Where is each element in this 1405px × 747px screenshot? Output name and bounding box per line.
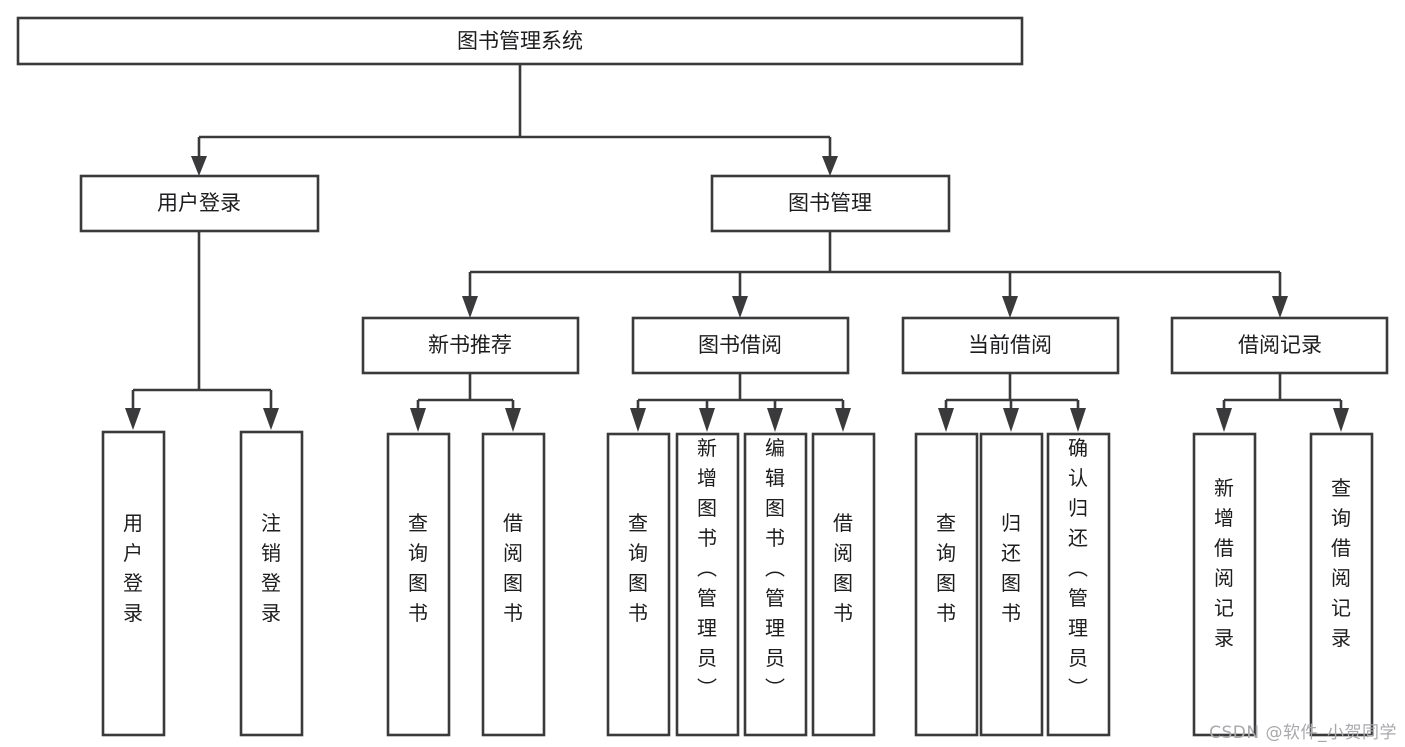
leaf-bookborrow-query-label: 查询图书 — [628, 511, 648, 625]
leaf-currentborrow-return-box[interactable] — [979, 432, 1044, 737]
arrow-newbook-leaf-2 — [505, 408, 521, 432]
arrow-currentborrow-leaf-2 — [1003, 408, 1019, 432]
node-book-management-box[interactable] — [710, 174, 951, 233]
leaf-node-bookborrow-query[interactable]: 查询图书 — [606, 432, 671, 737]
leaf-user-login-logout-box[interactable] — [239, 430, 304, 737]
arrow-bookborrow-leaf-2 — [699, 408, 715, 432]
arrow-bookmgmt-to-new-book — [462, 296, 478, 318]
leaf-node-user-login-login[interactable]: 用户登录 — [101, 430, 166, 737]
leaf-node-bookborrow-add[interactable]: 新增图书︵管理员︶ — [675, 432, 740, 737]
node-borrow-record-label: 借阅记录 — [1238, 333, 1322, 357]
leaf-newbook-query-box[interactable] — [386, 432, 451, 737]
arrow-bookborrow-leaf-4 — [835, 408, 851, 432]
leaf-borrowrecord-query-label: 查询借阅记录 — [1331, 476, 1351, 650]
leaf-node-newbook-borrow[interactable]: 借阅图书 — [481, 432, 546, 737]
node-book-borrow-label: 图书借阅 — [698, 333, 782, 357]
node-book-management-label: 图书管理 — [788, 191, 872, 215]
leaf-currentborrow-confirm-label: 确认归还︵管理员︶ — [1068, 436, 1088, 700]
connector-layer — [125, 64, 1349, 432]
node-book-management[interactable]: 图书管理 — [710, 174, 951, 233]
arrow-bookborrow-leaf-1 — [630, 408, 646, 432]
leaf-user-login-login-label: 用户登录 — [123, 511, 143, 625]
node-user-login-label: 用户登录 — [157, 191, 241, 215]
leaf-user-login-logout-label: 注销登录 — [261, 511, 281, 625]
arrow-bookmgmt-to-record — [1272, 296, 1288, 318]
node-new-book-recommend-box[interactable] — [361, 316, 580, 375]
leaf-node-bookborrow-edit[interactable]: 编辑图书︵管理员︶ — [743, 432, 808, 737]
arrow-userlogin-leaf-1 — [125, 408, 141, 430]
arrow-bookmgmt-to-borrow — [732, 296, 748, 318]
leaf-newbook-borrow-box[interactable] — [481, 432, 546, 737]
leaf-bookborrow-edit-label: 编辑图书︵管理员︶ — [765, 436, 785, 700]
node-root-book-management-system[interactable]: 图书管理系统 — [16, 16, 1024, 66]
leaf-bookborrow-borrow-label: 借阅图书 — [833, 511, 853, 625]
leaf-bookborrow-edit-box[interactable] — [743, 432, 808, 737]
arrow-newbook-leaf-1 — [410, 408, 426, 432]
leaf-bookborrow-query-box[interactable] — [606, 432, 671, 737]
leaf-borrowrecord-add-box[interactable] — [1192, 432, 1257, 737]
arrow-borrowrecord-leaf-1 — [1216, 408, 1232, 432]
leaf-user-login-login-box[interactable] — [101, 430, 166, 737]
arrow-root-to-user-login — [191, 156, 207, 176]
node-current-borrow-label: 当前借阅 — [968, 333, 1052, 357]
arrow-currentborrow-leaf-1 — [938, 408, 954, 432]
leaf-newbook-borrow-label: 借阅图书 — [503, 511, 523, 625]
arrow-currentborrow-leaf-3 — [1070, 408, 1086, 432]
arrow-bookmgmt-to-current — [1002, 296, 1018, 318]
node-book-borrow-box[interactable] — [631, 316, 850, 375]
leaf-node-borrowrecord-query[interactable]: 查询借阅记录 — [1309, 432, 1374, 737]
node-user-login-box[interactable] — [79, 174, 320, 233]
leaf-borrowrecord-add-label: 新增借阅记录 — [1214, 476, 1234, 650]
leaf-bookborrow-borrow-box[interactable] — [811, 432, 876, 737]
leaf-node-borrowrecord-add[interactable]: 新增借阅记录 — [1192, 432, 1257, 737]
node-current-borrow[interactable]: 当前借阅 — [901, 316, 1120, 375]
node-user-login[interactable]: 用户登录 — [79, 174, 320, 233]
node-root-box[interactable] — [16, 16, 1024, 66]
node-borrow-record[interactable]: 借阅记录 — [1170, 316, 1389, 375]
node-book-borrow[interactable]: 图书借阅 — [631, 316, 850, 375]
leaf-node-newbook-query[interactable]: 查询图书 — [386, 432, 451, 737]
leaf-node-currentborrow-return[interactable]: 归还图书 — [979, 432, 1044, 737]
node-borrow-record-box[interactable] — [1170, 316, 1389, 375]
leaf-node-currentborrow-confirm[interactable]: 确认归还︵管理员︶ — [1046, 432, 1111, 737]
node-current-borrow-box[interactable] — [901, 316, 1120, 375]
arrow-userlogin-leaf-2 — [263, 408, 279, 430]
leaf-bookborrow-add-label: 新增图书︵管理员︶ — [697, 436, 717, 700]
leaf-node-currentborrow-query[interactable]: 查询图书 — [914, 432, 979, 737]
arrow-borrowrecord-leaf-2 — [1333, 408, 1349, 432]
leaf-newbook-query-label: 查询图书 — [408, 511, 428, 625]
leaf-node-bookborrow-borrow[interactable]: 借阅图书 — [811, 432, 876, 737]
node-new-book-recommend[interactable]: 新书推荐 — [361, 316, 580, 375]
leaf-borrowrecord-query-box[interactable] — [1309, 432, 1374, 737]
leaf-bookborrow-add-box[interactable] — [675, 432, 740, 737]
arrow-bookborrow-leaf-3 — [767, 408, 783, 432]
node-new-book-recommend-label: 新书推荐 — [428, 333, 512, 357]
leaf-currentborrow-query-box[interactable] — [914, 432, 979, 737]
leaf-currentborrow-query-label: 查询图书 — [936, 511, 956, 625]
node-root-label: 图书管理系统 — [457, 29, 583, 53]
leaf-node-user-login-logout[interactable]: 注销登录 — [239, 430, 304, 737]
leaf-currentborrow-return-label: 归还图书 — [1001, 511, 1021, 625]
arrow-root-to-book-mgmt — [822, 156, 838, 176]
leaf-currentborrow-confirm-box[interactable] — [1046, 432, 1111, 737]
